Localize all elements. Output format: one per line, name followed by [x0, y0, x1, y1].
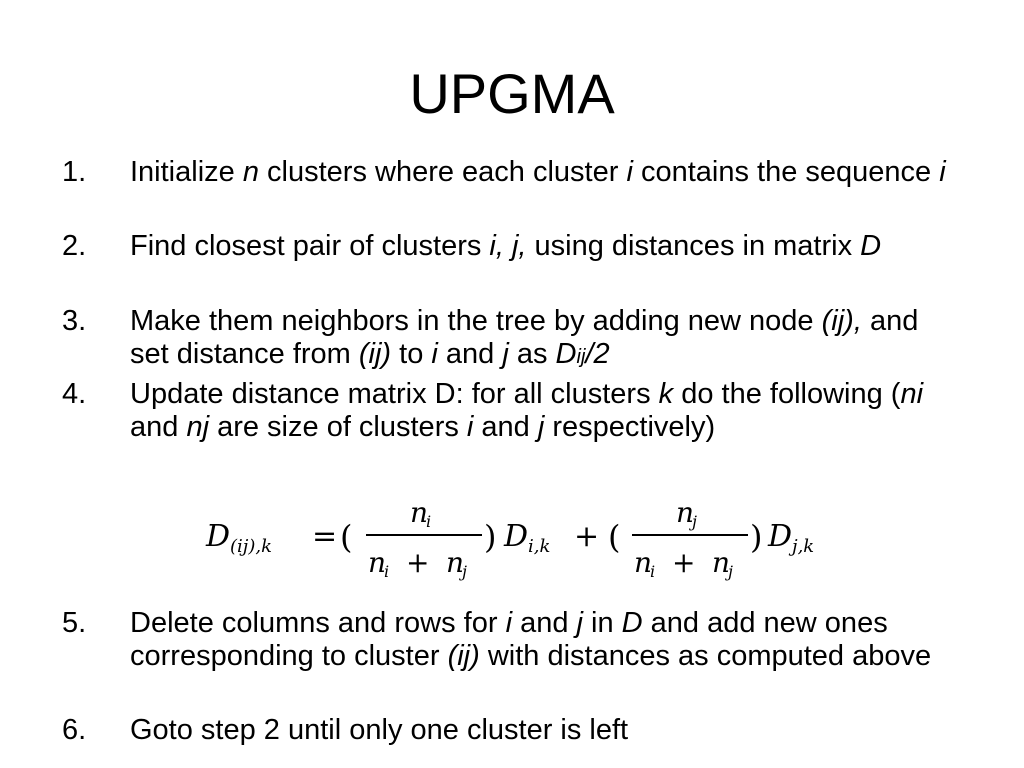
- text-run: and set distance from: [130, 305, 919, 370]
- list-item-step-2: 2. Find closest pair of clusters i, j, u…: [62, 230, 962, 263]
- frac1-denominator-a-subscript: i: [384, 562, 389, 581]
- step-number: 2.: [62, 230, 87, 262]
- step-text: Update distance matrix D: for all cluste…: [130, 378, 962, 444]
- formula-rparen-2: ): [750, 518, 762, 556]
- formula-rparen: ): [484, 518, 496, 556]
- frac2-denominator-a-subscript: i: [650, 562, 655, 581]
- var-i: i: [939, 156, 946, 188]
- text-run: respectively): [544, 411, 716, 443]
- text-run: and: [512, 607, 577, 639]
- formula-lparen: (: [340, 518, 352, 556]
- var-i: i: [505, 607, 513, 639]
- text-run: and: [473, 411, 538, 443]
- text-run: do the following (: [673, 378, 901, 410]
- var-ij: (ij): [447, 640, 480, 672]
- var-j: j: [502, 338, 509, 370]
- var-d: D: [860, 230, 882, 262]
- step-number: 6.: [62, 714, 87, 746]
- frac2-denominator-b-subscript: j: [725, 562, 733, 581]
- var-d: D: [621, 607, 643, 639]
- text-run: are size of clusters: [209, 411, 467, 443]
- frac1-numerator: n: [410, 496, 428, 529]
- list-item-step-6: 6. Goto step 2 until only one cluster is…: [62, 714, 962, 747]
- frac1-denominator-b: n: [446, 546, 464, 579]
- frac2-denominator-b: n: [712, 546, 730, 579]
- step-text: Initialize n clusters where each cluster…: [130, 156, 962, 189]
- text-run: Initialize: [130, 156, 243, 188]
- text-run: and add new ones corresponding to cluste…: [130, 607, 888, 672]
- frac2-numerator: n: [676, 496, 694, 529]
- text-run: using distances in matrix: [526, 230, 861, 262]
- formula-lparen-2: (: [608, 518, 620, 556]
- slide-title: UPGMA: [409, 62, 615, 125]
- formula-equals: =: [312, 519, 337, 554]
- formula-plus: +: [574, 519, 599, 554]
- var-k: k: [658, 378, 674, 410]
- text-run: and: [130, 411, 187, 443]
- text-run: /2: [585, 338, 610, 370]
- var-ij: (ij),: [821, 305, 862, 337]
- formula-term2: D: [767, 519, 792, 554]
- text-run: clusters where each cluster: [258, 156, 627, 188]
- upgma-distance-formula: D (ij),k = ( n i n i n j + ) D i,k + ( n…: [205, 496, 814, 581]
- frac2-plus: +: [672, 546, 695, 579]
- text-run: in: [582, 607, 622, 639]
- list-item-step-5: 5. Delete columns and rows for i and j i…: [62, 607, 962, 673]
- step-text: Make them neighbors in the tree by addin…: [130, 305, 962, 374]
- var-n: n: [242, 156, 259, 188]
- list-item-step-4: 4. Update distance matrix D: for all clu…: [62, 378, 962, 444]
- var-i: i: [466, 411, 474, 443]
- list-item-step-1: 1. Initialize n clusters where each clus…: [62, 156, 962, 189]
- formula-lhs-subscript: (ij),k: [230, 536, 272, 557]
- step-text: Find closest pair of clusters i, j, usin…: [130, 230, 962, 263]
- var-d: D: [555, 338, 577, 370]
- formula-lhs: D: [205, 519, 230, 554]
- text-run: as: [508, 338, 556, 370]
- formula-term1-subscript: i,k: [528, 536, 550, 557]
- list-item-step-3: 3. Make them neighbors in the tree by ad…: [62, 305, 962, 374]
- text-run: and: [437, 338, 503, 370]
- step-text: Goto step 2 until only one cluster is le…: [130, 714, 962, 747]
- text-run: Make them neighbors in the tree by addin…: [130, 305, 822, 337]
- frac1-plus: +: [406, 546, 429, 579]
- var-ij: (ij): [358, 338, 392, 370]
- text-run: Delete columns and rows for: [130, 607, 506, 639]
- frac1-denominator-b-subscript: j: [459, 562, 467, 581]
- text-run: to: [391, 338, 432, 370]
- var-subscript: ij: [576, 346, 586, 368]
- step-number: 5.: [62, 607, 87, 639]
- text-run: contains the sequence: [632, 156, 940, 188]
- frac2-denominator-a: n: [634, 546, 652, 579]
- step-number: 1.: [62, 156, 87, 188]
- frac1-numerator-subscript: i: [426, 512, 431, 531]
- var-nj: nj: [186, 411, 210, 443]
- var-i: i: [431, 338, 438, 370]
- var-i: i: [626, 156, 633, 188]
- text-run: Find closest pair of clusters: [130, 230, 490, 262]
- step-text: Delete columns and rows for i and j in D…: [130, 607, 962, 673]
- var-j: j: [537, 411, 545, 443]
- step-number: 4.: [62, 378, 87, 410]
- var-ni: ni: [900, 378, 924, 410]
- text-run: Goto step 2 until only one cluster is le…: [130, 714, 629, 746]
- text-run: with distances as computed above: [479, 640, 932, 672]
- frac2-numerator-subscript: j: [689, 512, 697, 531]
- frac1-denominator-a: n: [368, 546, 386, 579]
- formula-term1: D: [503, 519, 528, 554]
- step-number: 3.: [62, 305, 87, 337]
- text-run: Update distance matrix D: for all cluste…: [130, 378, 659, 410]
- var-ij: i, j,: [489, 230, 527, 262]
- var-j: j: [576, 607, 583, 639]
- formula-term2-subscript: j,k: [788, 536, 814, 557]
